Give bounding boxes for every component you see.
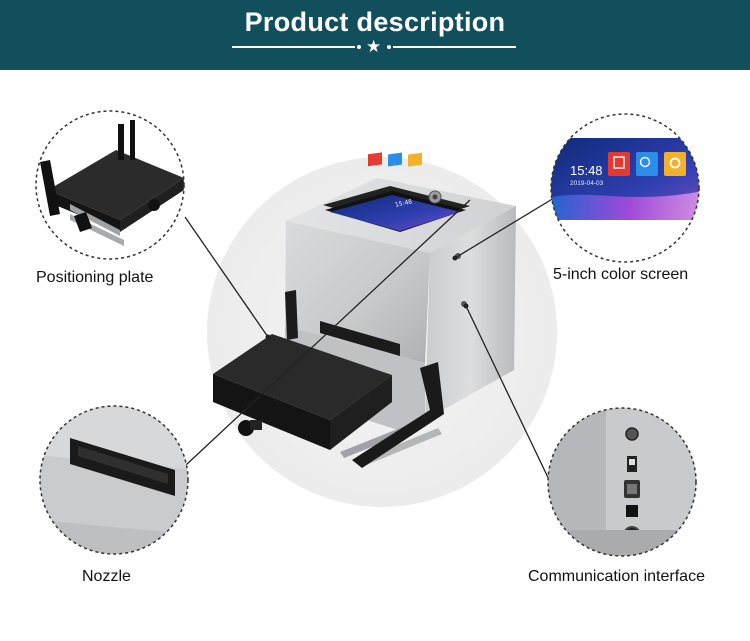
- caption-communication-interface: Communication interface: [528, 568, 705, 585]
- leader-nozzle: [185, 199, 471, 466]
- callout-screen-clock: 15:48: [570, 163, 603, 178]
- leader-color-screen: [454, 194, 560, 259]
- banner-rule-right: [393, 46, 516, 48]
- callout-positioning-plate: [35, 110, 185, 260]
- caption-positioning-plate: Positioning plate: [36, 269, 154, 286]
- callout-screen-date: 2019-04-03: [570, 180, 604, 187]
- star-icon: ★: [366, 37, 382, 57]
- callout-color-screen: [550, 113, 700, 263]
- tray-top: [213, 334, 392, 420]
- header-banner: Product description ★: [0, 0, 750, 70]
- callout-communication-interface: [547, 407, 697, 557]
- caption-nozzle: Nozzle: [82, 568, 131, 585]
- leader-positioning-plate: [184, 216, 269, 338]
- banner-rule-left: [232, 46, 355, 48]
- nozzle-slot: [320, 321, 400, 356]
- banner-dot-left: [357, 45, 361, 49]
- page-title: Product description: [244, 7, 506, 37]
- printer-side: [425, 206, 516, 420]
- tray-front: [213, 374, 330, 450]
- callout-nozzle: [39, 405, 189, 555]
- banner-dot-right: [387, 45, 391, 49]
- tray-clamp: [352, 362, 444, 468]
- printer-display: [330, 195, 460, 231]
- leader-communication: [465, 305, 554, 489]
- caption-color-screen: 5-inch color screen: [553, 266, 689, 283]
